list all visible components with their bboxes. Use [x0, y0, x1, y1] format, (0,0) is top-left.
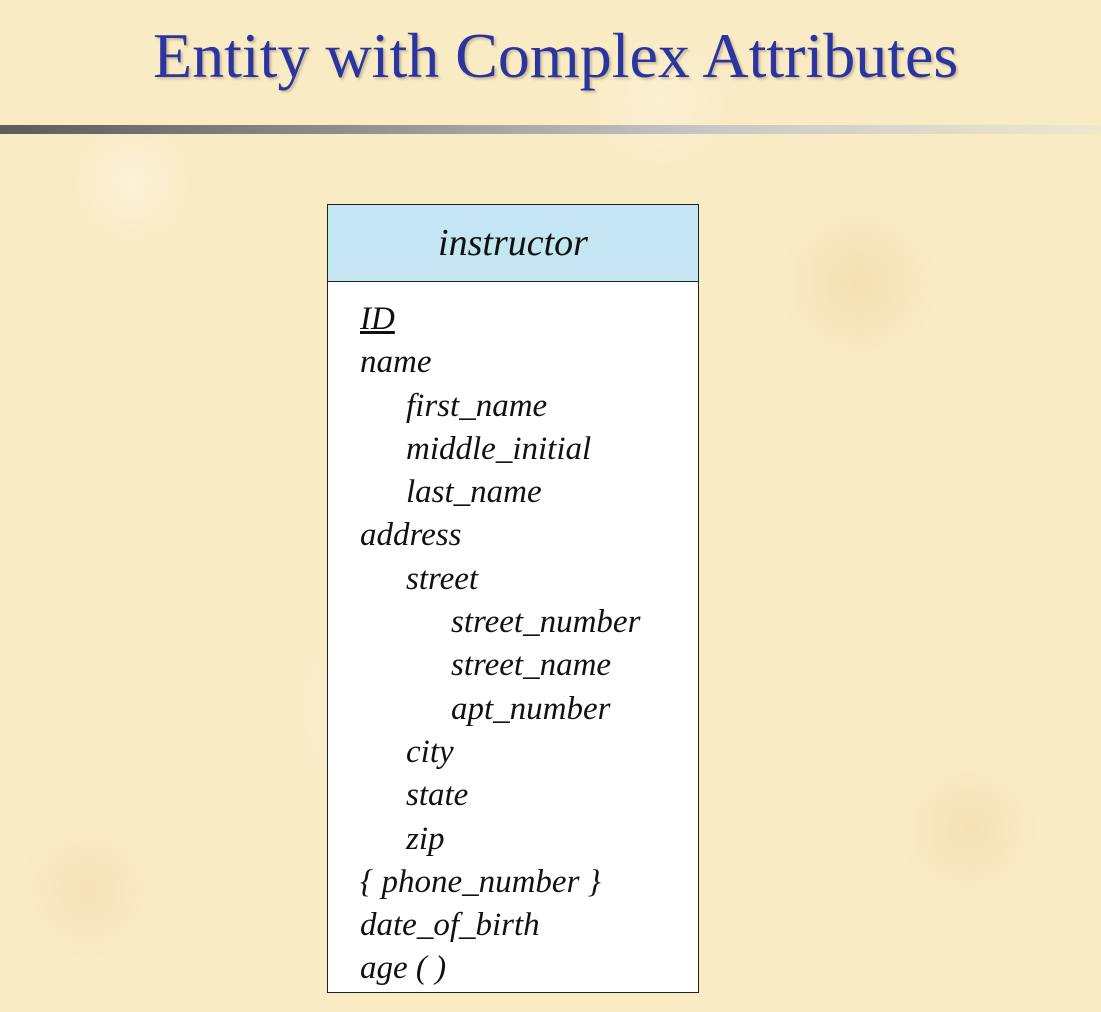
attribute-date-of-birth: date_of_birth [360, 907, 540, 944]
attribute-state: state [406, 777, 469, 814]
entity-box-instructor: instructor ID name first_name middle_ini… [327, 204, 699, 993]
attribute-middle-initial: middle_initial [406, 430, 592, 467]
title-divider [0, 125, 1101, 134]
attribute-city: city [406, 733, 454, 770]
attribute-phone-number: { phone_number } [360, 863, 601, 900]
attribute-id: ID [360, 301, 395, 337]
attribute-street-name: street_name [451, 647, 612, 684]
attribute-zip: zip [406, 820, 445, 857]
slide-title: Entity with Complex Attributes [153, 20, 959, 91]
attribute-last-name: last_name [406, 474, 542, 511]
attribute-address: address [360, 517, 462, 554]
entity-header: instructor [328, 205, 698, 282]
attribute-first-name: first_name [406, 387, 548, 424]
attribute-list: ID name first_name middle_initial last_n… [328, 282, 698, 991]
attribute-apt-number: apt_number [451, 690, 611, 727]
attribute-street-number: street_number [451, 604, 641, 641]
attribute-age: age ( ) [360, 950, 447, 987]
attribute-street: street [406, 560, 479, 597]
entity-name: instructor [438, 222, 588, 264]
attribute-name: name [360, 344, 432, 381]
